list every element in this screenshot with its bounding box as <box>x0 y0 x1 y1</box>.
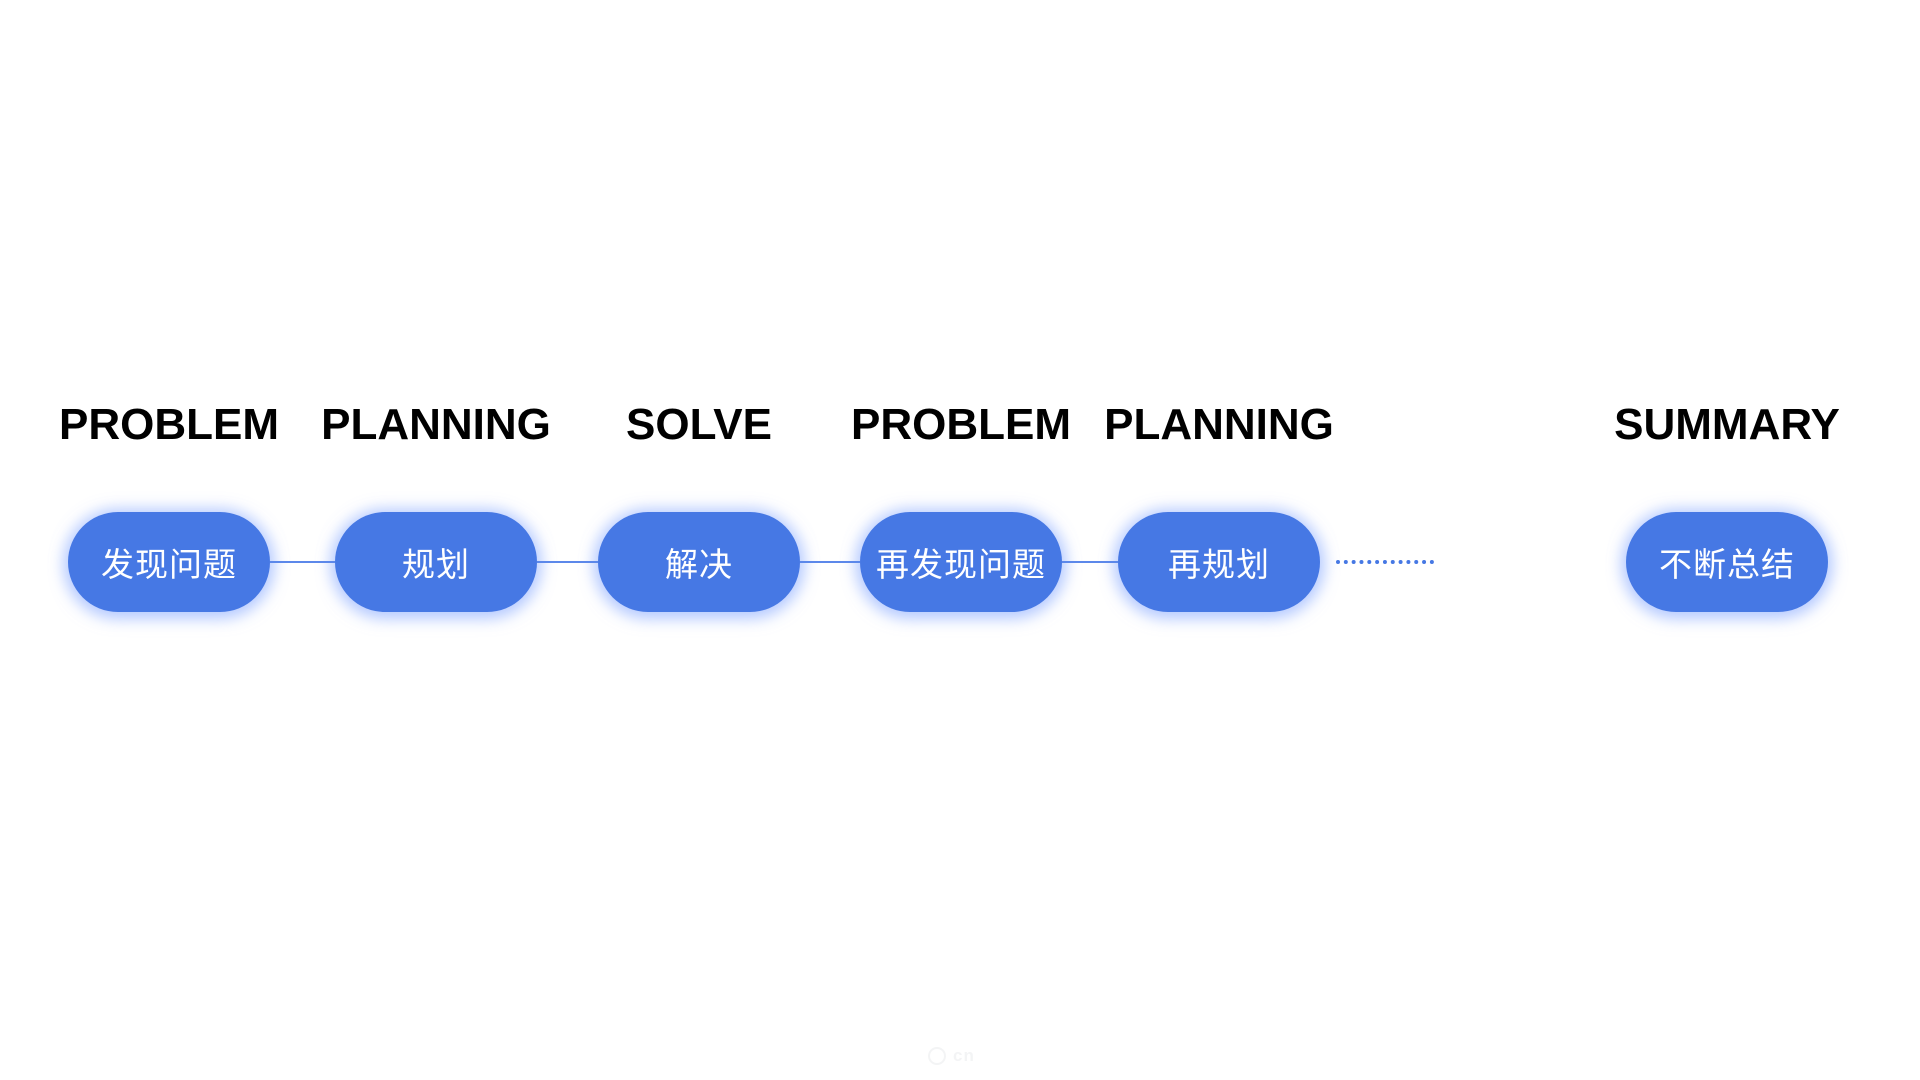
watermark: cn <box>928 1046 975 1066</box>
stage-heading-summary: SUMMARY <box>1614 400 1840 449</box>
connector-dotted-5-6 <box>1336 560 1434 564</box>
connector-line-2-3 <box>537 561 598 563</box>
stage-heading-solve: SOLVE <box>626 400 772 449</box>
stage-heading-planning-1: PLANNING <box>321 400 551 449</box>
watermark-text: cn <box>953 1046 975 1065</box>
flow-node-rediscover-problem: 再发现问题 <box>860 512 1062 612</box>
flow-node-label: 发现问题 <box>101 546 237 583</box>
flow-node-solve: 解决 <box>598 512 800 612</box>
connector-line-3-4 <box>800 561 860 563</box>
flow-node-label: 再规划 <box>1168 546 1270 583</box>
connector-line-1-2 <box>270 561 335 563</box>
flow-node-label: 再发现问题 <box>876 546 1046 583</box>
flow-node-label: 规划 <box>402 546 470 583</box>
flow-node-label: 不断总结 <box>1659 546 1795 583</box>
connector-line-4-5 <box>1062 561 1118 563</box>
watermark-logo-icon <box>928 1047 946 1065</box>
flow-node-summarize: 不断总结 <box>1626 512 1828 612</box>
flow-node-plan: 规划 <box>335 512 537 612</box>
stage-heading-problem-2: PROBLEM <box>851 400 1071 449</box>
stage-heading-planning-2: PLANNING <box>1104 400 1334 449</box>
flow-node-label: 解决 <box>665 546 733 583</box>
flow-node-replan: 再规划 <box>1118 512 1320 612</box>
flow-node-discover-problem: 发现问题 <box>68 512 270 612</box>
stage-heading-problem-1: PROBLEM <box>59 400 279 449</box>
